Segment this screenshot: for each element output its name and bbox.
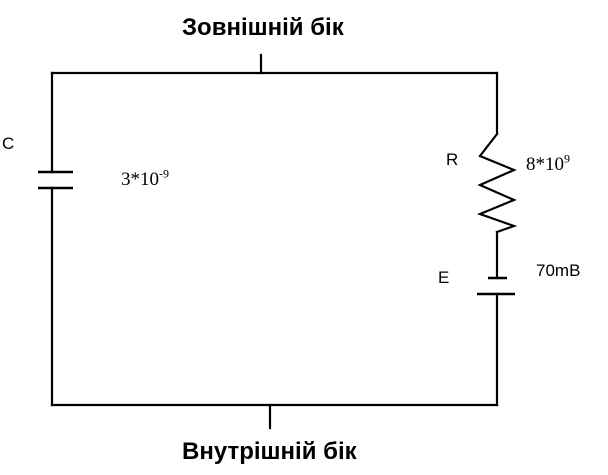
emf-value: 70mB [536, 261, 581, 280]
capacitance-mantissa: 3*10 [121, 169, 159, 190]
capacitance-exponent: -9 [159, 166, 169, 181]
inner-side-label: Внутрішній бік [182, 438, 357, 465]
outer-side-label: Зовнішній бік [182, 14, 344, 41]
resistance-mantissa: 8*10 [526, 154, 564, 175]
resistor-zigzag [476, 132, 518, 234]
resistor-symbol: R [446, 150, 459, 169]
resistance-value: 8*109 [526, 151, 570, 176]
capacitance-value: 3*10-9 [121, 166, 169, 191]
resistance-exponent: 9 [564, 151, 570, 166]
battery-symbol: E [438, 268, 450, 287]
capacitor-symbol: C [2, 134, 15, 153]
